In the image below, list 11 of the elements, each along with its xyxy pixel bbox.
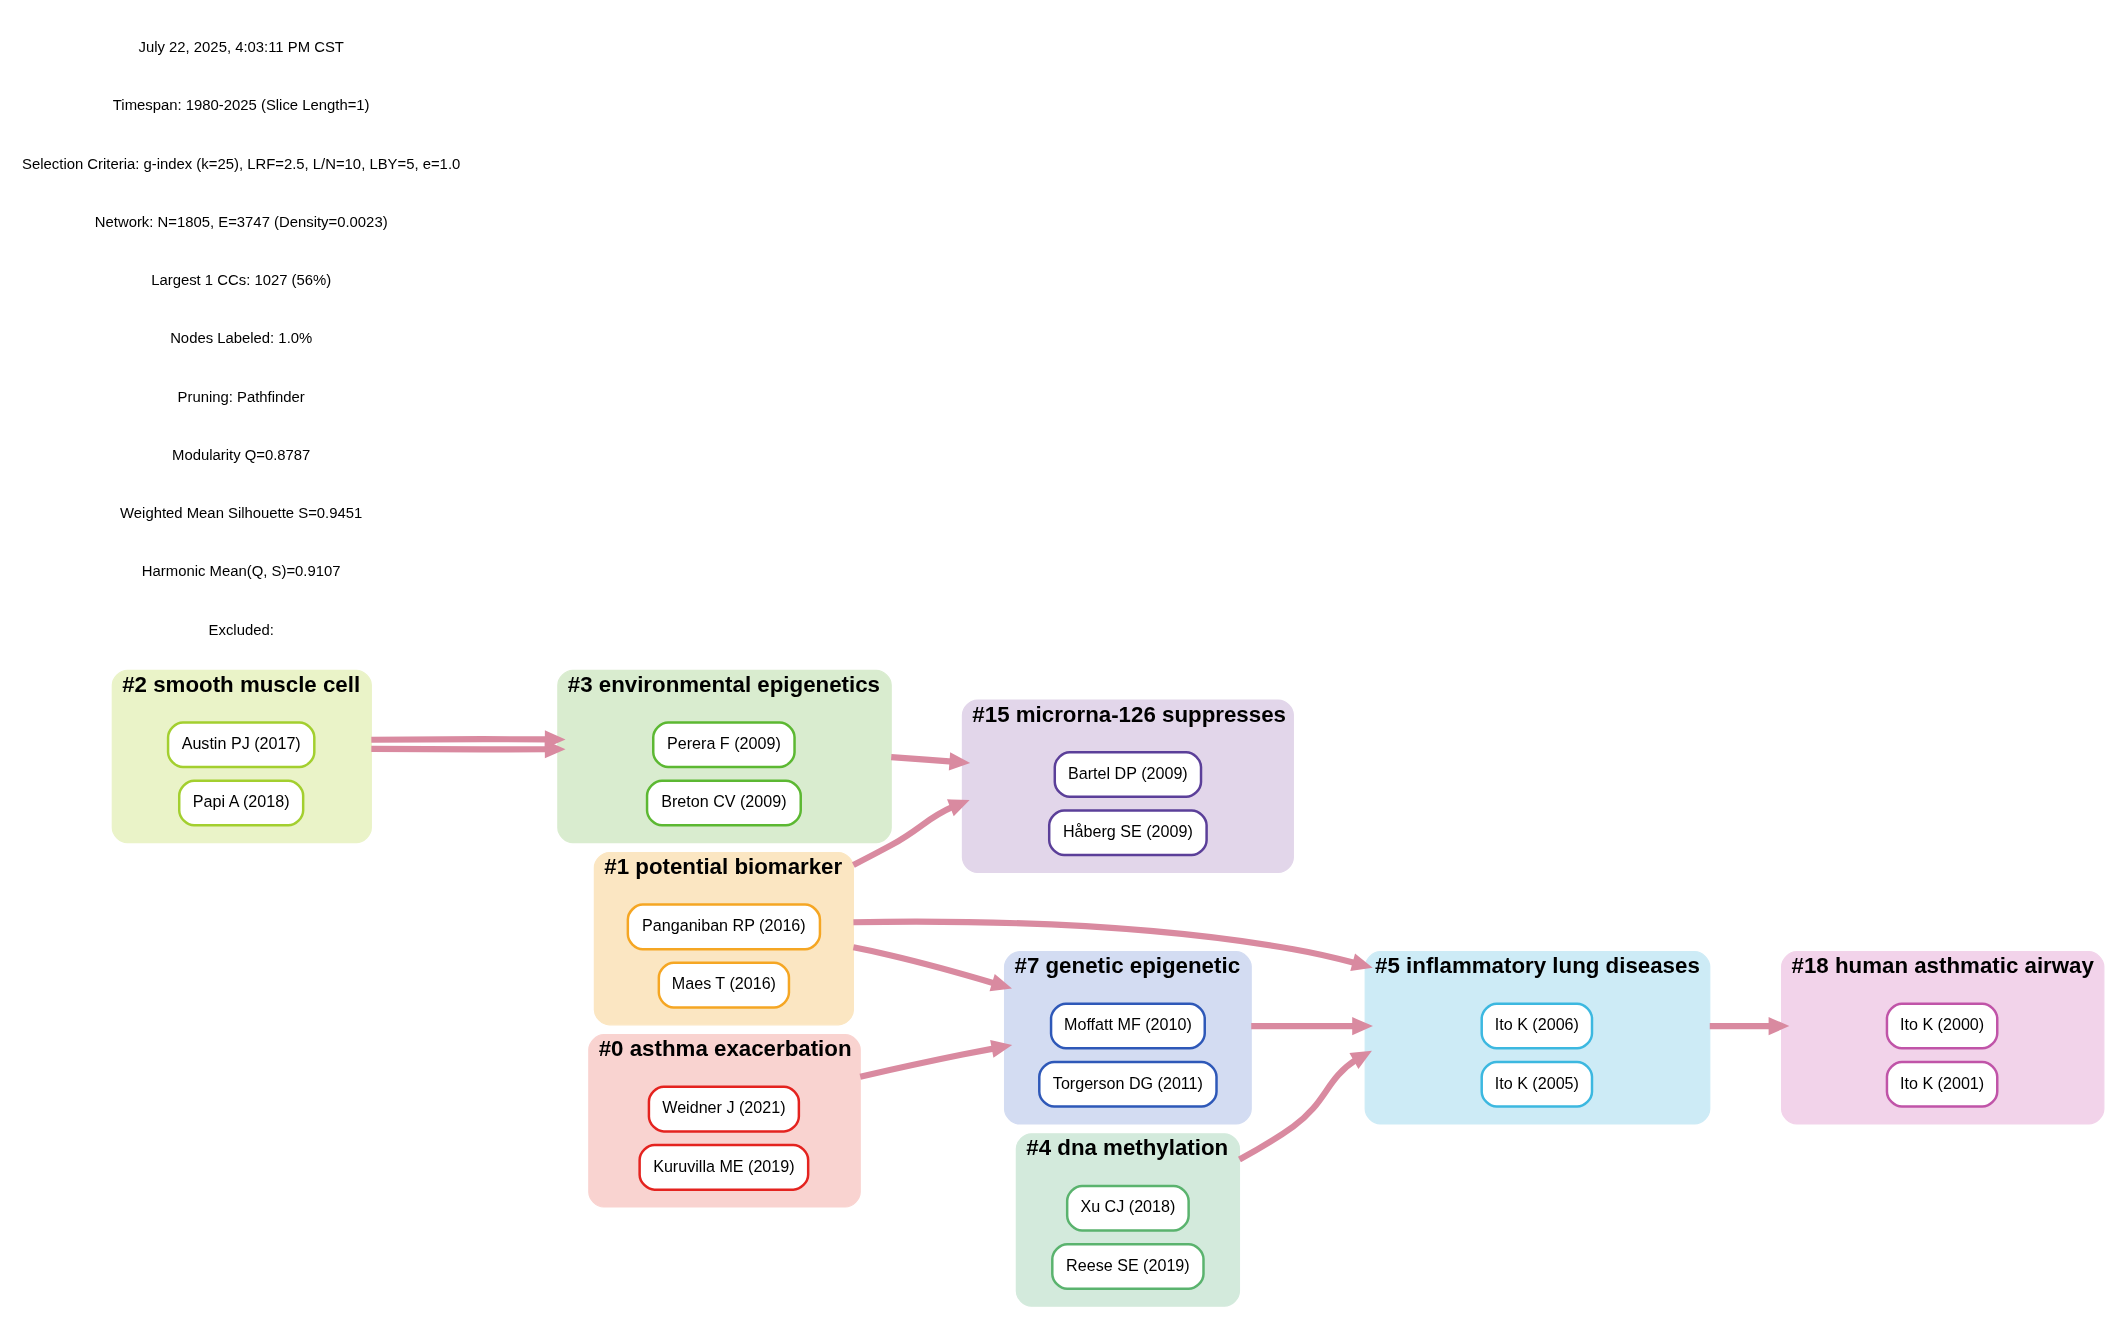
label: Nodes Labeled: 1.0% <box>170 330 313 347</box>
label: Pruning: Pathfinder <box>177 388 305 405</box>
label: Largest 1 CCs: 1027 (56%) <box>151 272 332 289</box>
label: Network: N=1805, E=3747 (Density=0.0023) <box>94 213 388 230</box>
label: Harmonic Mean(Q, S)=0.9107 <box>141 563 341 580</box>
label: Selection Criteria: g-index (k=25), LRF=2.5, L/N=10, LBY=5, e=1.0 <box>22 155 461 172</box>
label: Weighted Mean Silhouette S=0.9451 <box>120 505 363 522</box>
label: Modularity Q=0.8787 <box>172 446 311 463</box>
label: July 22, 2025, 4:03:11 PM CST <box>138 39 344 56</box>
label: Timespan: 1980-2025 (Slice Length=1) <box>112 97 370 114</box>
label: Excluded: <box>208 621 274 638</box>
